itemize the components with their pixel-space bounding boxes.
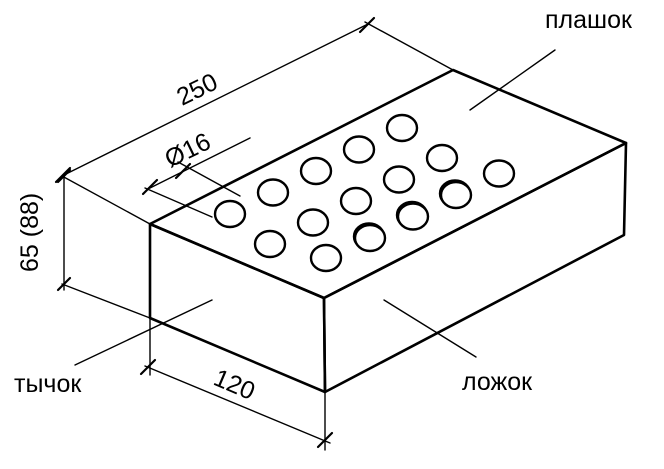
hole-r4-1	[353, 223, 387, 253]
hole-r2-5	[425, 143, 459, 173]
dimension-250	[54, 16, 454, 225]
leader-lines	[74, 49, 556, 366]
length-label: 250	[172, 68, 222, 111]
hole-r1-3	[299, 156, 333, 186]
side-face-outline	[322, 141, 628, 394]
leader-top-face	[469, 49, 556, 111]
leader-side-face	[383, 299, 477, 358]
hole-r4-2	[396, 202, 430, 231]
hole-r1-2	[256, 178, 290, 207]
hole-r2-4	[382, 165, 416, 194]
width-label: 120	[210, 364, 259, 406]
hole-r1-1	[213, 199, 247, 229]
hole-r2-1	[253, 229, 287, 259]
holes-group	[213, 113, 516, 273]
dimension-diameter	[141, 137, 251, 218]
hole-r2-3	[339, 186, 373, 216]
leader-end-face	[74, 299, 213, 366]
brick-outline	[148, 68, 628, 394]
hole-r3-1	[309, 243, 343, 273]
hole-r4-3	[439, 180, 473, 210]
dimension-65	[56, 168, 151, 319]
end-face-outline	[148, 222, 327, 394]
hole-r4-4	[482, 159, 516, 188]
dimension-120	[139, 317, 334, 451]
end-face-label: тычок	[14, 370, 82, 398]
height-label: 65 (88)	[16, 193, 44, 272]
side-face-label: ложок	[462, 368, 533, 396]
hole-r1-5	[385, 113, 419, 143]
hole-r2-2	[296, 208, 330, 237]
hole-r1-4	[342, 135, 376, 164]
top-face-label: плашок	[545, 6, 633, 34]
